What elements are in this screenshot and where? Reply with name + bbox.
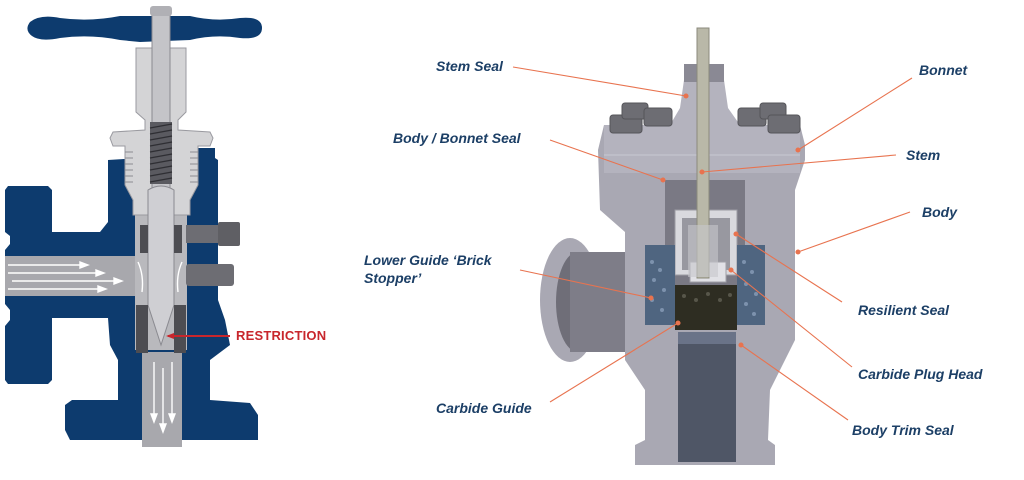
label-carbide-plug-head: Carbide Plug Head <box>858 366 983 382</box>
label-lower-guide-line1: Lower Guide ‘Brick <box>364 252 492 268</box>
handwheel-handle <box>27 16 262 42</box>
label-resilient-seal: Resilient Seal <box>858 302 950 318</box>
side-bolt-upper <box>186 225 226 243</box>
label-body: Body <box>922 204 957 220</box>
valve-stem <box>696 27 710 279</box>
packing-right <box>174 225 182 253</box>
right-valve-cutaway <box>540 27 805 465</box>
valve-seat-right <box>174 305 186 353</box>
outlet-bore <box>142 352 182 447</box>
left-valve-cross-section <box>5 6 262 447</box>
leader-lower-guide <box>519 269 652 299</box>
bonnet-threads <box>125 151 198 183</box>
packing-left <box>140 225 148 253</box>
leader-bonnet <box>797 77 913 151</box>
inlet-flow-arrows <box>8 260 124 294</box>
chamber-flow-arrows <box>137 261 183 293</box>
stem-cap <box>150 6 172 16</box>
outlet-flow-arrows <box>149 362 177 434</box>
leader-body <box>797 211 911 253</box>
needle-plug <box>147 185 175 347</box>
leader-body-trim-seal <box>740 344 849 421</box>
outlet-bore <box>678 332 736 462</box>
leader-stem-seal <box>512 66 687 97</box>
leader-carbide-guide <box>549 322 679 403</box>
side-bolt-lower <box>186 264 234 286</box>
carbide-guide <box>675 285 737 330</box>
label-body-bonnet-seal: Body / Bonnet Seal <box>393 130 521 146</box>
lower-guide-brick-stopper <box>645 245 675 325</box>
leader-resilient-seal <box>735 233 843 303</box>
label-bonnet: Bonnet <box>919 62 968 78</box>
leader-lines <box>512 66 913 421</box>
label-stem: Stem <box>906 147 941 163</box>
label-stem-seal: Stem Seal <box>436 58 503 74</box>
leader-stem <box>701 154 897 173</box>
leader-body-bonnet-seal <box>549 139 664 181</box>
restriction-label: RESTRICTION <box>236 328 327 343</box>
brick-stopper-texture <box>650 260 758 316</box>
bonnet-bolts <box>609 102 801 134</box>
label-body-trim-seal: Body Trim Seal <box>852 422 954 438</box>
label-carbide-guide: Carbide Guide <box>436 400 532 416</box>
valve-seat-left <box>136 305 148 353</box>
inlet-bore <box>5 256 137 296</box>
stem-thread <box>150 122 172 184</box>
label-lower-guide-line2: Stopper’ <box>364 270 422 286</box>
leader-carbide-plug-head <box>730 269 853 368</box>
